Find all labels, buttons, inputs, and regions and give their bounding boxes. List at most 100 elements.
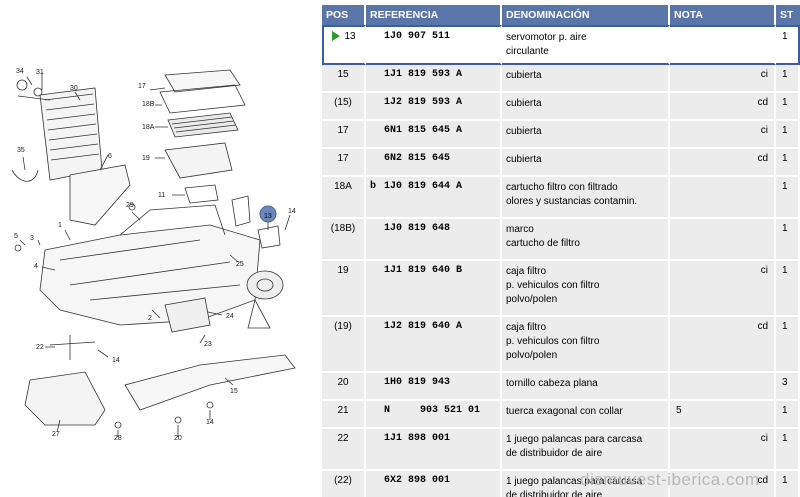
cell-nota bbox=[670, 373, 776, 401]
callout-label[interactable]: 14 bbox=[112, 357, 120, 364]
callout-13-highlight[interactable] bbox=[259, 205, 277, 223]
cell-pos: 17 bbox=[322, 121, 366, 149]
cell-st: 1 bbox=[776, 25, 800, 65]
callout-label[interactable]: 30 bbox=[70, 85, 78, 92]
cell-referencia: 1J1 819 640 B bbox=[366, 261, 502, 317]
callout-label[interactable]: 11 bbox=[158, 192, 165, 199]
callout-label[interactable]: 23 bbox=[204, 341, 212, 348]
callout-label[interactable]: 20 bbox=[174, 435, 182, 442]
ref-prefix: b bbox=[370, 181, 377, 192]
header-pos[interactable]: POS bbox=[322, 5, 366, 25]
cell-denominacion: tuerca exagonal con collar bbox=[502, 401, 670, 429]
cell-referencia: 1J1 898 001 bbox=[366, 429, 502, 471]
callout-label[interactable]: 6 bbox=[108, 153, 112, 160]
ref-number: 6X2 898 001 bbox=[384, 475, 451, 486]
callout-label[interactable]: 1 bbox=[58, 222, 62, 229]
callout-label[interactable]: 28 bbox=[114, 435, 122, 442]
cell-nota bbox=[670, 177, 776, 219]
ref-number: 1J2 819 593 A bbox=[384, 97, 463, 108]
callout-label[interactable]: 15 bbox=[230, 388, 238, 395]
table-row[interactable]: (22) 6X2 898 001 1 juego palancas para car… bbox=[322, 471, 800, 497]
callout-label[interactable]: 22 bbox=[36, 344, 44, 351]
callout-label[interactable]: 2 bbox=[148, 315, 152, 322]
cell-nota: ci bbox=[670, 429, 776, 471]
callout-label[interactable]: 17 bbox=[138, 83, 146, 90]
cell-pos: 21 bbox=[322, 401, 366, 429]
callout-label[interactable]: 18A bbox=[142, 124, 155, 131]
denominacion-line: caja filtro bbox=[506, 266, 547, 277]
cell-denominacion: 1 juego palancas para carcasa de distribu… bbox=[502, 429, 670, 471]
callout-label[interactable]: 25 bbox=[236, 261, 244, 268]
callout-label[interactable]: 19 bbox=[142, 155, 150, 162]
cell-referencia: 6N1 815 645 A bbox=[366, 121, 502, 149]
cell-denominacion: tornillo cabeza plana bbox=[502, 373, 670, 401]
header-st[interactable]: ST bbox=[776, 5, 800, 25]
header-referencia[interactable]: REFERENCIA bbox=[366, 5, 502, 25]
pos-value: 22 bbox=[337, 433, 349, 444]
denominacion-line: 1 juego palancas para carcasa bbox=[506, 434, 643, 445]
callout-label[interactable]: 18B bbox=[142, 101, 155, 108]
callout-label[interactable]: 5 bbox=[14, 233, 18, 240]
callout-label[interactable]: 35 bbox=[17, 147, 25, 154]
denominacion-line: caja filtro bbox=[506, 322, 547, 333]
callout-label[interactable]: 14 bbox=[206, 419, 214, 426]
ref-number: 1J1 819 640 B bbox=[384, 265, 463, 276]
ref-number: 1J2 819 640 A bbox=[384, 321, 463, 332]
denominacion-line: polvo/polen bbox=[506, 350, 558, 361]
callout-label[interactable]: 3 bbox=[30, 235, 34, 242]
selected-row-arrow-icon bbox=[332, 31, 341, 42]
ref-number: 1J1 819 593 A bbox=[384, 69, 463, 80]
callout-label[interactable]: 31 bbox=[36, 69, 44, 76]
cell-pos: (18B) bbox=[322, 219, 366, 261]
ref-number: 1J0 819 644 A bbox=[384, 181, 463, 192]
header-nota[interactable]: NOTA bbox=[670, 5, 776, 25]
callout-label[interactable]: 4 bbox=[34, 263, 38, 270]
cell-denominacion: cubierta bbox=[502, 93, 670, 121]
cell-pos: 13 bbox=[322, 25, 366, 65]
cell-pos: 17 bbox=[322, 149, 366, 177]
cell-pos: 19 bbox=[322, 261, 366, 317]
table-row[interactable]: 22 1J1 898 001 1 juego palancas para carca… bbox=[322, 429, 800, 471]
ref-number: 1J1 898 001 bbox=[384, 433, 451, 444]
callout-label-13[interactable]: 13 bbox=[264, 213, 272, 220]
cell-st: 1 bbox=[776, 429, 800, 471]
callout-label[interactable]: 27 bbox=[52, 431, 60, 438]
pos-value: 17 bbox=[337, 153, 349, 164]
header-denominacion[interactable]: DENOMINACIÓN bbox=[502, 5, 670, 25]
pos-value: 19 bbox=[337, 265, 349, 276]
cell-nota: cd bbox=[670, 317, 776, 373]
cell-st: 3 bbox=[776, 373, 800, 401]
pos-value: 18A bbox=[334, 181, 352, 192]
denominacion-line: tornillo cabeza plana bbox=[506, 378, 598, 389]
callout-label[interactable]: 29 bbox=[126, 202, 134, 209]
cell-pos: 18A bbox=[322, 177, 366, 219]
cell-pos: (22) bbox=[322, 471, 366, 497]
callout-label[interactable]: 24 bbox=[226, 313, 234, 320]
denominacion-line: tuerca exagonal con collar bbox=[506, 406, 623, 417]
callout-label[interactable]: 34 bbox=[16, 68, 24, 75]
cell-pos: 22 bbox=[322, 429, 366, 471]
ref-number: 6N2 815 645 bbox=[384, 153, 451, 164]
callout-label[interactable]: 14 bbox=[288, 208, 296, 215]
cell-referencia: 6N2 815 645 bbox=[366, 149, 502, 177]
cell-referencia: 1J0 819 648 bbox=[366, 219, 502, 261]
denominacion-line: de distribuidor de aire bbox=[506, 448, 603, 459]
